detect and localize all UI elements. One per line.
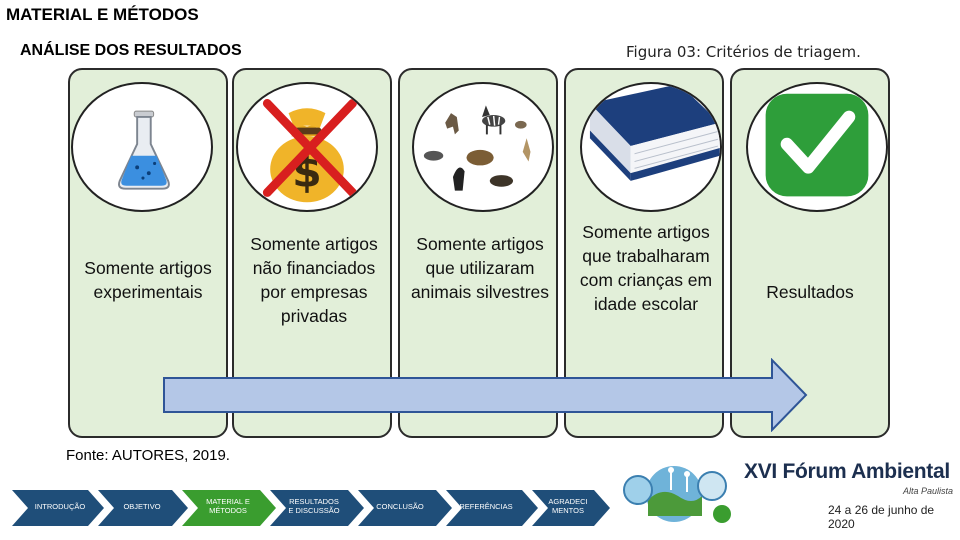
step-label-5: Resultados	[735, 280, 885, 304]
event-date: 24 a 26 de junho de 2020	[828, 503, 960, 531]
event-place: Alta Paulista	[903, 486, 953, 496]
figure-caption: Figura 03: Critérios de triagem.	[626, 43, 861, 61]
nav-resultados-discussao[interactable]: RESULTADOS E DISCUSSÃO	[286, 497, 342, 515]
flow-arrow	[162, 358, 810, 432]
nav-referencias[interactable]: REFERÊNCIAS	[456, 502, 516, 511]
nav-objetivo[interactable]: OBJETIVO	[114, 502, 170, 511]
step-label-1: Somente artigos experimentais	[73, 256, 223, 304]
checkmark-icon	[746, 82, 888, 212]
nav-material-metodos[interactable]: MATERIAL E MÉTODOS	[200, 497, 256, 515]
source-note: Fonte: AUTORES, 2019.	[66, 447, 230, 464]
nav-agradecimentos[interactable]: AGRADECIMENTOS	[546, 497, 590, 515]
nav-conclusao[interactable]: CONCLUSÃO	[372, 502, 428, 511]
book-icon	[580, 82, 722, 212]
step-label-3: Somente artigos que utilizaram animais s…	[405, 232, 555, 304]
forum-logo-icon	[612, 456, 742, 526]
flask-icon	[71, 82, 213, 212]
nav-introducao[interactable]: INTRODUÇÃO	[28, 502, 92, 511]
crossed-money-bag-icon: $	[236, 82, 378, 212]
step-label-4: Somente artigos que trabalharam com cria…	[571, 220, 721, 316]
wild-animals-icon	[412, 82, 554, 212]
step-label-2: Somente artigos não financiados por empr…	[239, 232, 389, 328]
event-title: XVI Fórum Ambiental	[744, 460, 950, 484]
section-title: MATERIAL E MÉTODOS	[6, 5, 199, 25]
subsection-title: ANÁLISE DOS RESULTADOS	[20, 42, 242, 60]
